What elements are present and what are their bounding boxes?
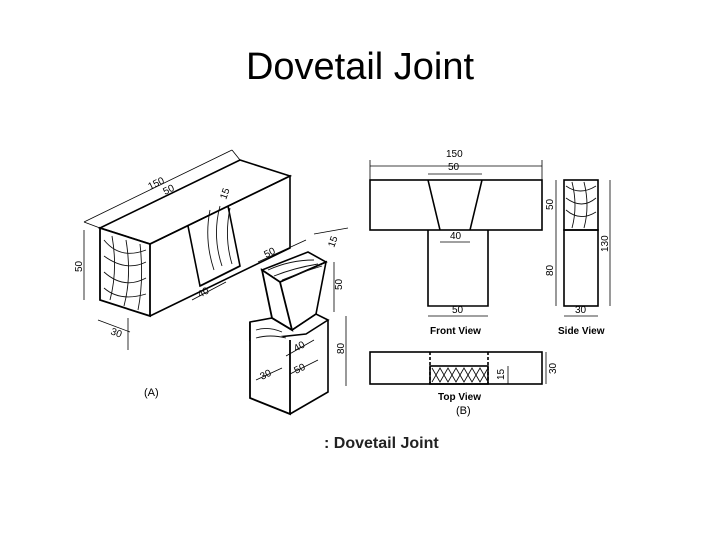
dim-base-40: 40 [292,339,308,354]
iso-dimensions-lower: 50 15 50 80 40 30 50 [255,227,349,386]
dim-front-top-50: 50 [448,162,460,173]
dim-tenon-h50: 50 [334,278,345,290]
side-view-caption: Side View [558,326,605,337]
iso-dimensions-upper: 150 50 15 50 40 30 [74,149,241,350]
side-view: 50 80 130 30 Side View [545,179,611,337]
dim-iso-50: 50 [161,183,176,198]
dim-front-neck-40: 40 [450,231,462,242]
figure-label-a: (A) [144,387,159,399]
front-view-caption: Front View [430,326,481,337]
dim-base-50: 50 [292,362,307,377]
front-view: 150 50 40 50 Front View [369,149,543,337]
dim-side-50: 50 [545,198,556,210]
dim-tenon-50: 50 [262,246,277,261]
dim-front-bottom-50: 50 [452,305,464,316]
isometric-upper-piece [97,159,293,318]
figure-label-b: (B) [456,405,471,417]
dim-front-150: 150 [446,149,463,160]
dim-side-130: 130 [600,235,611,252]
dim-base-30: 30 [258,368,273,383]
top-view-caption: Top View [438,392,481,403]
dim-base-80: 80 [336,342,347,354]
dim-side-30: 30 [575,305,587,316]
dim-iso-40: 40 [196,285,212,300]
figure-caption: : Dovetail Joint [324,435,439,452]
top-view: 15 30 Top View [369,351,559,403]
dim-top-15: 15 [496,368,507,380]
dim-iso-30: 30 [109,326,124,340]
dim-tenon-15: 15 [326,234,340,249]
dim-top-30: 30 [548,362,559,374]
dim-iso-15: 15 [218,186,232,201]
slide-title: Dovetail Joint [245,46,475,88]
dim-side-80: 80 [545,264,556,276]
dim-iso-height-50: 50 [74,260,85,272]
isometric-lower-piece [249,251,330,416]
